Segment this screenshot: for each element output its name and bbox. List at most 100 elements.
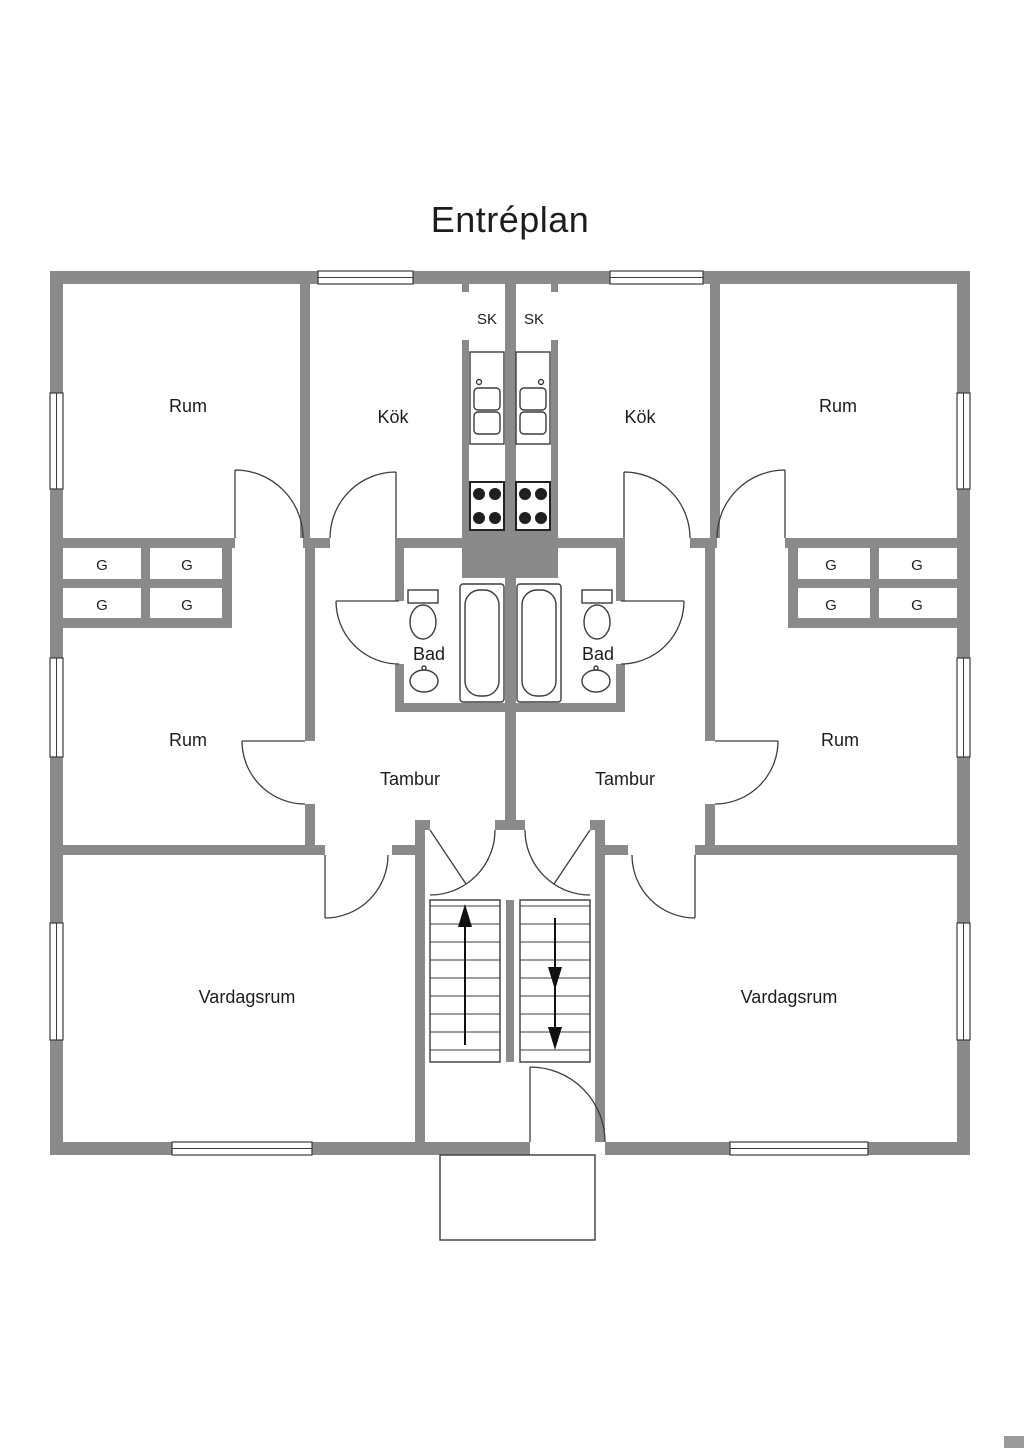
wall-segment [415,820,425,1142]
wall-segment [50,271,970,284]
room-label-g-4: G [181,597,193,614]
wall-segment [305,538,315,741]
wall-segment [616,538,625,601]
room-label-rum-top-left: Rum [169,396,207,416]
window-left-3 [49,922,64,1041]
door-rum-mid-right [714,740,779,805]
door-entrance [529,1066,606,1143]
door-kok-right [623,471,691,539]
stair-up-arrowhead [458,904,472,927]
wall-segment [705,538,715,741]
stair-down-arrowhead-mid [548,967,562,990]
interior-walls [62,284,958,1142]
room-label-tambur-left: Tambur [380,769,440,789]
sink-counter-right [515,351,551,445]
bathtub-left [459,583,505,703]
room-labels: Rum Kök SK SK Kök Rum G G G G G G G G Ba… [96,311,923,1007]
wall-segment [62,618,232,628]
toilet-left [407,589,439,640]
window-right-1 [956,392,971,490]
room-label-rum-mid-left: Rum [169,730,207,750]
room-label-g-2: G [181,557,193,574]
washbasin-right [581,665,611,693]
wall-segment [395,538,404,601]
toilet-right [581,589,613,640]
wall-segment [788,548,798,628]
window-top-right [609,270,704,285]
wall-segment [62,845,325,855]
door-vardagsrum-left [324,854,389,919]
stair-flight-up [429,899,501,1063]
wall-segment [392,845,420,855]
wall-segment [705,804,715,852]
entrance-porch [439,1154,596,1241]
room-label-g-5: G [825,557,837,574]
room-label-rum-mid-right: Rum [821,730,859,750]
doors [234,469,786,1143]
bathtub-right [516,583,562,703]
bathroom-fixtures [407,583,613,703]
room-label-bad-left: Bad [413,644,445,664]
wall-segment [690,538,717,548]
wall-segment [558,538,624,548]
room-label-vardagsrum-right: Vardagsrum [741,987,838,1007]
window-bottom-right [729,1141,869,1156]
door-rum-mid-left [241,740,306,805]
room-label-kok-left: Kök [377,407,409,427]
room-label-g-1: G [96,557,108,574]
wall-segment [505,712,516,830]
wall-segment [595,820,605,1142]
door-kok-left [329,471,397,539]
staircase [429,899,591,1063]
wall-segment [62,538,235,548]
door-rum-top-right [716,469,786,539]
room-label-g-3: G [96,597,108,614]
stair-divider [506,900,514,1062]
room-label-tambur-right: Tambur [595,769,655,789]
window-left-2 [49,657,64,758]
wall-segment [505,578,516,712]
wall-segment [516,703,625,712]
stair-flight-down [519,899,591,1063]
page-corner-mark [1004,1436,1024,1448]
room-label-g-7: G [825,597,837,614]
stair-down-arrowhead-bottom [548,1027,562,1050]
window-top-left [317,270,414,285]
wall-segment [505,284,516,530]
door-stairwell-right [524,829,591,896]
wall-segment [551,340,558,538]
room-label-vardagsrum-left: Vardagsrum [199,987,296,1007]
window-right-3 [956,922,971,1041]
door-bad-right [620,600,685,665]
page-title: Entréplan [431,199,590,240]
door-bad-left [335,600,400,665]
window-right-2 [956,657,971,758]
wall-segment [551,284,558,292]
room-label-bad-right: Bad [582,644,614,664]
room-label-g-6: G [911,557,923,574]
room-label-g-8: G [911,597,923,614]
wall-segment [785,538,958,548]
stove-left [469,481,505,531]
wall-segment [616,664,625,712]
window-left-1 [49,392,64,490]
washbasin-left [409,665,439,693]
room-label-rum-top-right: Rum [819,396,857,416]
wall-segment [395,703,505,712]
window-bottom-left [171,1141,313,1156]
wall-segment [695,845,958,855]
wall-segment [870,548,879,628]
stove-right [515,481,551,531]
wall-segment [462,340,469,538]
wall-segment [222,548,232,628]
windows [49,270,971,1156]
wall-segment [590,820,605,830]
room-label-sk-left: SK [477,311,497,328]
wall-segment [303,538,330,548]
door-rum-top-left [234,469,304,539]
wall-segment [300,284,310,538]
wall-segment [396,538,462,548]
ventilation-shaft [462,530,558,578]
wall-segment [495,820,525,830]
